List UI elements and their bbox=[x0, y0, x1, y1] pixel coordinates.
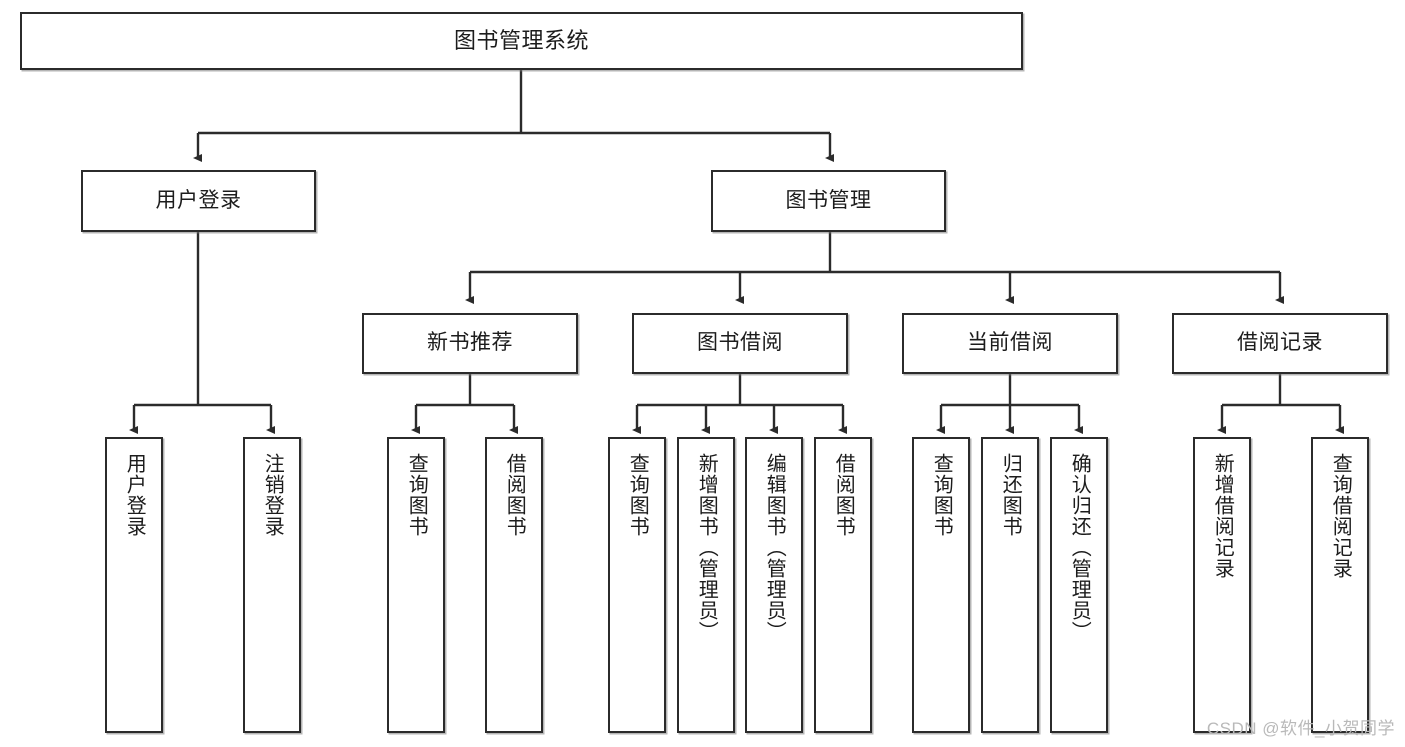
node-leaf-query-book-1[interactable]: 查询图书 bbox=[387, 437, 445, 733]
node-label: 新增借阅记录 bbox=[1211, 453, 1234, 579]
csdn-watermark: CSDN @软件_小贺同学 bbox=[1206, 719, 1395, 738]
node-label: 查询图书 bbox=[626, 453, 649, 537]
node-leaf-borrow-book-1[interactable]: 借阅图书 bbox=[485, 437, 543, 733]
node-label: 借阅记录 bbox=[1237, 331, 1323, 355]
node-leaf-confirm-return-admin[interactable]: 确认归还（管理员） bbox=[1050, 437, 1108, 733]
node-label: 借阅图书 bbox=[503, 453, 526, 537]
node-label: 图书管理系统 bbox=[453, 28, 589, 54]
node-user-login[interactable]: 用户登录 bbox=[81, 170, 316, 232]
node-label: 借阅图书 bbox=[832, 453, 855, 537]
node-leaf-add-borrow-record[interactable]: 新增借阅记录 bbox=[1193, 437, 1251, 733]
node-label: 用户登录 bbox=[155, 188, 242, 212]
node-leaf-query-borrow-record[interactable]: 查询借阅记录 bbox=[1311, 437, 1369, 733]
node-label: 确认归还（管理员） bbox=[1068, 453, 1091, 642]
node-current-borrow[interactable]: 当前借阅 bbox=[902, 313, 1118, 374]
node-leaf-user-login[interactable]: 用户登录 bbox=[105, 437, 163, 733]
node-label: 编辑图书（管理员） bbox=[763, 453, 786, 642]
node-new-book-recommend[interactable]: 新书推荐 bbox=[362, 313, 578, 374]
node-leaf-query-book-2[interactable]: 查询图书 bbox=[608, 437, 666, 733]
node-label: 归还图书 bbox=[999, 453, 1022, 537]
node-book-borrow[interactable]: 图书借阅 bbox=[632, 313, 848, 374]
node-leaf-add-book-admin[interactable]: 新增图书（管理员） bbox=[677, 437, 735, 733]
node-borrow-record[interactable]: 借阅记录 bbox=[1172, 313, 1388, 374]
node-label: 图书管理 bbox=[785, 188, 872, 212]
node-label: 当前借阅 bbox=[967, 331, 1053, 355]
node-leaf-edit-book-admin[interactable]: 编辑图书（管理员） bbox=[745, 437, 803, 733]
node-book-management[interactable]: 图书管理 bbox=[711, 170, 946, 232]
node-label: 查询图书 bbox=[930, 453, 953, 537]
node-label: 图书借阅 bbox=[697, 331, 783, 355]
node-leaf-borrow-book-2[interactable]: 借阅图书 bbox=[814, 437, 872, 733]
node-leaf-return-book[interactable]: 归还图书 bbox=[981, 437, 1039, 733]
node-leaf-query-book-3[interactable]: 查询图书 bbox=[912, 437, 970, 733]
node-label: 查询借阅记录 bbox=[1329, 453, 1352, 579]
node-label: 新增图书（管理员） bbox=[695, 453, 718, 642]
node-label: 查询图书 bbox=[405, 453, 428, 537]
node-label: 新书推荐 bbox=[427, 331, 513, 355]
node-leaf-logout-login[interactable]: 注销登录 bbox=[243, 437, 301, 733]
node-root-book-management-system[interactable]: 图书管理系统 bbox=[20, 12, 1023, 70]
node-label: 注销登录 bbox=[261, 453, 284, 537]
node-label: 用户登录 bbox=[123, 453, 146, 537]
